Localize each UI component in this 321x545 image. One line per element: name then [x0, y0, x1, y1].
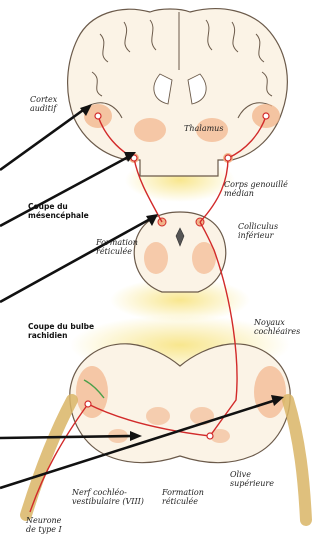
label-thalamus: Thalamus — [184, 124, 223, 133]
label-corps-genouille-median: Corps genouillé médian — [224, 180, 288, 198]
label-cortex-auditif: Cortex auditif — [30, 95, 57, 113]
label-nerf-cochleo: Nerf cochléo- vestibulaire (VIII) — [72, 488, 144, 506]
label-olive-superieure: Olive supérieure — [230, 470, 274, 488]
label-noyaux-cochleaires: Noyaux cochléaires — [254, 318, 300, 336]
label-colliculus-inferieur: Colliculus inférieur — [238, 222, 278, 240]
nerve-left — [26, 400, 72, 515]
label-neurone-type-1: Neurone de type I — [26, 516, 62, 534]
midbrain-section — [134, 212, 225, 292]
nerve-right — [288, 400, 306, 520]
arrow-cortex — [0, 108, 86, 170]
brain-coronal-section — [68, 9, 288, 176]
label-formation-reticulee-top: Formation réticulée — [96, 238, 138, 256]
label-coupe-bulbe: Coupe du bulbe rachidien — [28, 322, 94, 340]
label-coupe-mesencephale: Coupe du mésencéphale — [28, 202, 89, 220]
label-formation-reticulee-bottom: Formation réticulée — [162, 488, 204, 506]
